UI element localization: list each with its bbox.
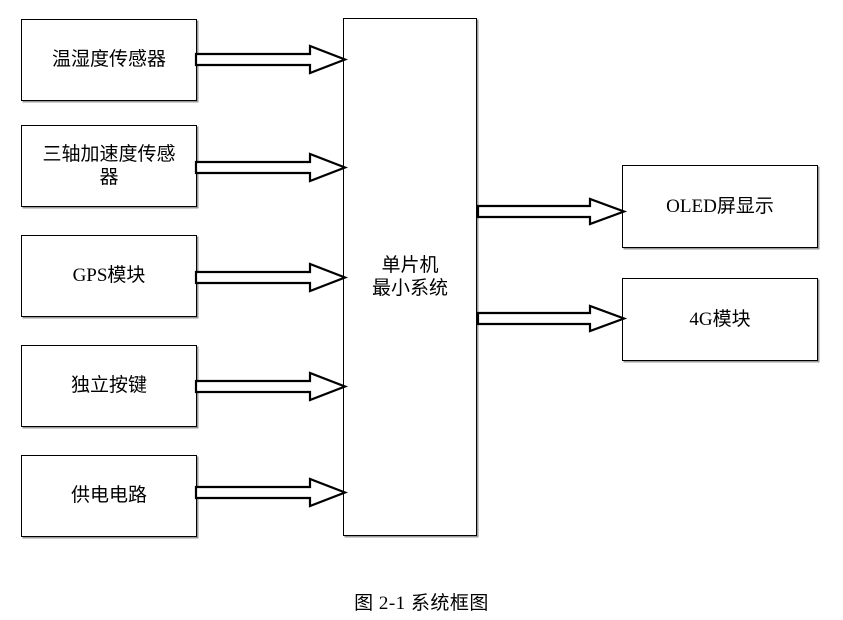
block-triaxial-accelerometer[interactable]: 三轴加速度传感 器 bbox=[21, 125, 197, 207]
block-label: OLED屏显示 bbox=[666, 195, 774, 217]
block-label: 独立按键 bbox=[70, 375, 147, 397]
block-label: 供电电路 bbox=[70, 485, 147, 507]
block-mcu-minimum-system[interactable]: 单片机 最小系统 bbox=[343, 18, 477, 536]
block-label: 单片机 最小系统 bbox=[371, 254, 448, 299]
block-gps-module[interactable]: GPS模块 bbox=[21, 235, 197, 317]
arrow-temperature-humidity-to-mcu bbox=[194, 44, 349, 75]
block-independent-keys[interactable]: 独立按键 bbox=[21, 345, 197, 427]
arrow-accelerometer-to-mcu bbox=[194, 152, 349, 183]
figure-caption: 图 2-1 系统框图 bbox=[354, 593, 489, 614]
block-power-supply-circuit[interactable]: 供电电路 bbox=[21, 455, 197, 537]
arrow-gps-to-mcu bbox=[194, 262, 349, 293]
block-label: GPS模块 bbox=[72, 265, 146, 287]
arrow-power-to-mcu bbox=[194, 477, 349, 508]
block-temperature-humidity-sensor[interactable]: 温湿度传感器 bbox=[21, 19, 197, 101]
block-label: 三轴加速度传感 器 bbox=[42, 143, 176, 188]
block-oled-display[interactable]: OLED屏显示 bbox=[622, 165, 818, 248]
block-4g-module[interactable]: 4G模块 bbox=[622, 278, 818, 361]
arrow-mcu-to-oled-display bbox=[476, 197, 628, 226]
block-label: 4G模块 bbox=[689, 308, 751, 330]
block-label: 温湿度传感器 bbox=[51, 49, 166, 71]
arrow-keys-to-mcu bbox=[194, 371, 349, 402]
arrow-mcu-to-4g-module bbox=[476, 304, 628, 333]
